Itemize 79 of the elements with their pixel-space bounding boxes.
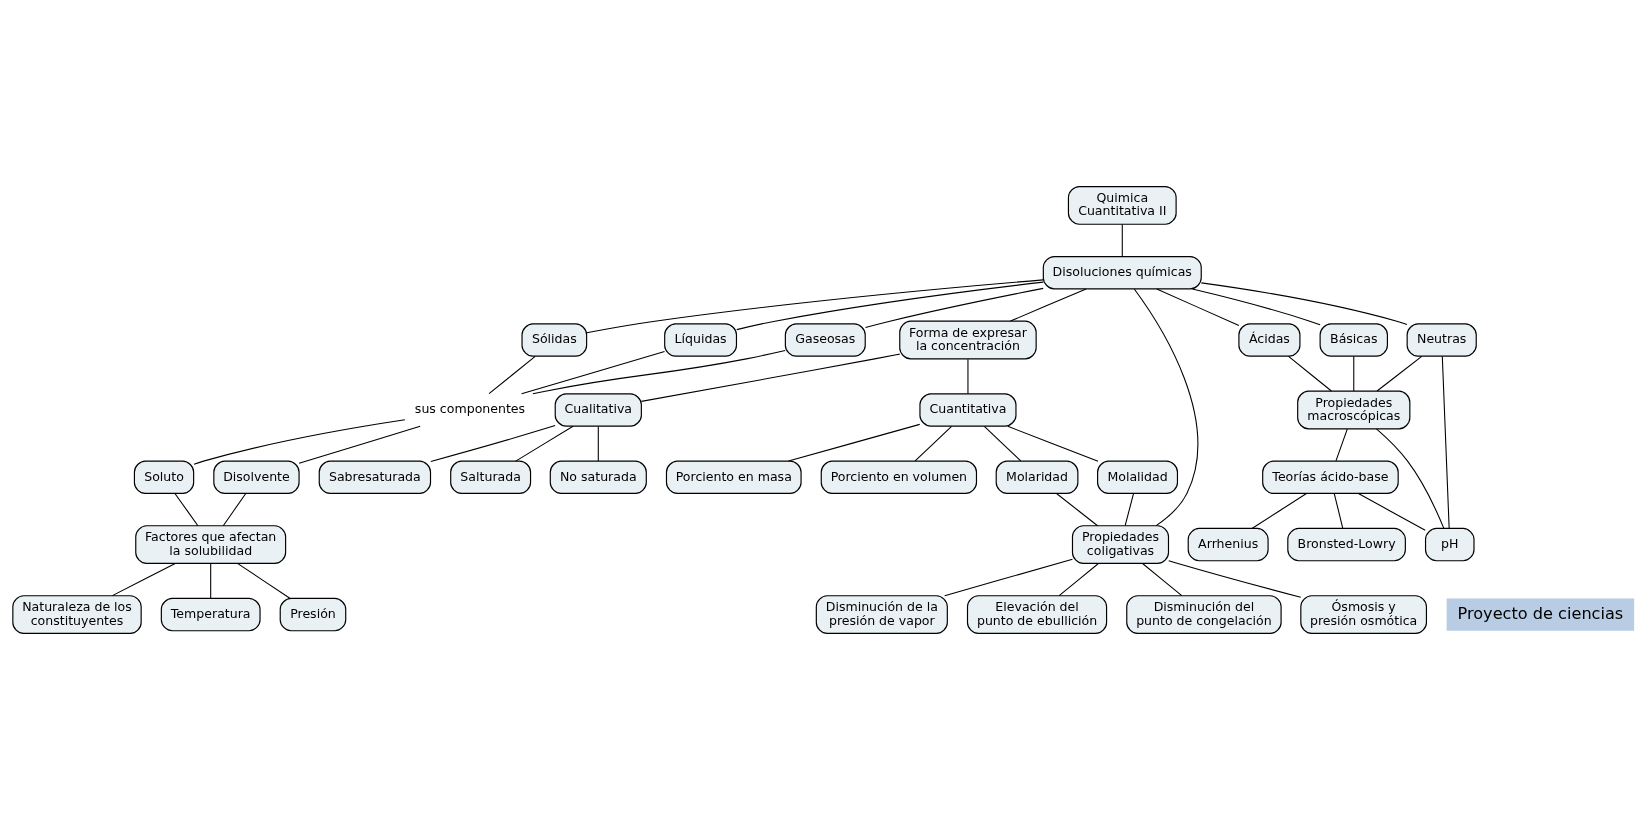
node-box: Elevación del punto de ebullición xyxy=(966,594,1108,634)
connector xyxy=(298,425,421,464)
node-box: Soluto xyxy=(133,460,195,494)
connector xyxy=(532,349,786,394)
connector xyxy=(515,425,574,462)
connector xyxy=(597,425,599,462)
connector xyxy=(1375,427,1445,529)
node-box: Sabresaturada xyxy=(318,460,432,494)
connector xyxy=(1056,492,1099,526)
node-box: Quimica Cuantitativa II xyxy=(1067,185,1177,225)
node-box: Ósmosis y presión osmótica xyxy=(1300,594,1428,634)
connector xyxy=(1441,355,1450,529)
connector xyxy=(1335,428,1348,461)
connector xyxy=(1156,287,1240,326)
connector xyxy=(237,562,291,599)
node-box: Forma de expresar la concentración xyxy=(899,320,1037,359)
connector xyxy=(736,281,1044,330)
node-box: Naturaleza de los constituyentes xyxy=(12,594,142,634)
connector xyxy=(1333,492,1344,529)
node-box: Líquidas xyxy=(664,322,738,357)
label: Proyecto de ciencias xyxy=(1457,603,1624,623)
connector xyxy=(111,562,176,596)
connector xyxy=(1058,562,1099,596)
node-box: Sólidas xyxy=(521,322,588,357)
connector xyxy=(983,425,1022,462)
node-box: Disminución del punto de congelación xyxy=(1126,594,1282,634)
connector xyxy=(967,358,969,394)
connector xyxy=(222,492,247,526)
connector xyxy=(1124,492,1135,526)
node-box: Propiedades macroscópicas xyxy=(1297,390,1411,429)
connector xyxy=(1191,287,1321,325)
connector xyxy=(944,558,1073,596)
node-box: Factores que afectan la solubilidad xyxy=(135,524,287,564)
node-text: sus componentes xyxy=(414,400,526,416)
node-box: Bronsted-Lowry xyxy=(1287,527,1406,561)
node-box: Ácidas xyxy=(1238,322,1301,357)
connector xyxy=(1200,281,1408,325)
connector xyxy=(914,425,953,462)
node-box: No saturada xyxy=(549,460,647,494)
connector xyxy=(1009,287,1087,322)
node-box: Cuantitativa xyxy=(919,392,1017,427)
connector xyxy=(1142,562,1183,596)
node-box: Presión xyxy=(279,597,347,631)
connector xyxy=(193,418,406,465)
connector xyxy=(864,287,1044,328)
node-box: Propiedades coligativas xyxy=(1071,524,1170,564)
connector xyxy=(174,492,199,526)
connector xyxy=(788,423,921,462)
node-box: Básicas xyxy=(1319,322,1388,357)
node-box: pH xyxy=(1424,527,1475,561)
connector xyxy=(488,355,536,394)
node-box: Disoluciones químicas xyxy=(1042,255,1202,289)
node-box: Cualitativa xyxy=(554,392,642,427)
connector xyxy=(1133,287,1199,526)
connector xyxy=(1353,355,1355,392)
connector xyxy=(521,350,666,394)
connector xyxy=(1121,223,1123,257)
connector xyxy=(1288,355,1332,392)
node-box: Arrhenius xyxy=(1187,527,1269,561)
node-box: Porciento en masa xyxy=(665,460,802,494)
connector xyxy=(586,278,1044,333)
connector xyxy=(210,562,212,599)
connector xyxy=(430,424,556,462)
node-box: Neutras xyxy=(1406,322,1477,357)
node-box: Temperatura xyxy=(160,597,261,631)
node-box: Salturada xyxy=(450,460,532,494)
node-box: Porciento en volumen xyxy=(820,460,978,494)
connector xyxy=(1376,355,1423,392)
node-box: Molalidad xyxy=(1097,460,1179,494)
node-box: Teorías ácido-base xyxy=(1262,460,1399,494)
node-box: Disolvente xyxy=(213,460,300,494)
connector xyxy=(640,353,901,402)
node-box: Disminución de la presión de vapor xyxy=(815,594,948,634)
connector xyxy=(1357,492,1426,531)
node-box: Molaridad xyxy=(995,460,1079,494)
connector xyxy=(1251,492,1307,529)
node-box: Gaseosas xyxy=(784,322,866,357)
connector xyxy=(1007,425,1099,462)
connector xyxy=(1168,559,1302,598)
